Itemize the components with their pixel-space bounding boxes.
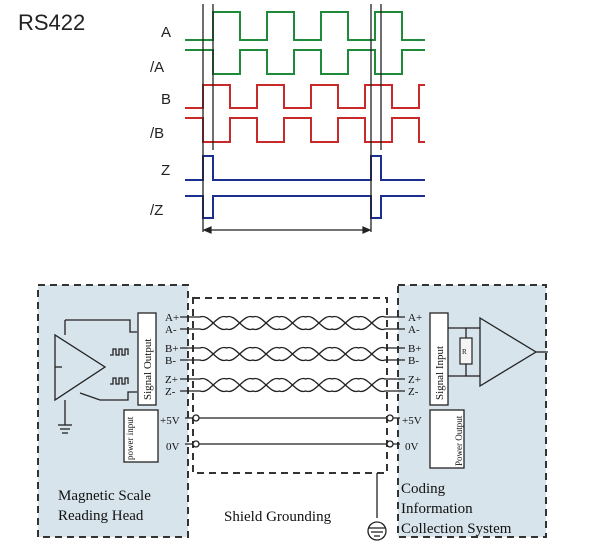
twisted-pair-z-wire-2 [180,377,405,393]
shield-box [192,297,388,474]
signal-input-label: Signal Input [434,346,446,400]
signal-label-a-inv: /A [150,59,164,76]
collection-caption-line3: Collection System [401,521,512,537]
power-output-block [429,409,465,469]
right-pin-0v: 0V [405,441,419,453]
signal-label-b: B [161,91,171,108]
power-input-label: power input [125,416,135,460]
wave-b [185,84,425,109]
signal-output-label: Signal Output [142,339,154,400]
left-pin-z-plus: Z+ [165,374,178,386]
reading-head-caption-line1: Magnetic Scale [58,488,151,504]
signal-output-block [137,312,157,406]
twisted-pair-a-wire-2 [180,315,405,331]
wave-z-inv [185,195,425,219]
power-lines [185,414,400,448]
wave-a-inv [185,49,425,75]
period-dimension-arrow [202,226,372,234]
reading-head-box [37,284,189,538]
wave-b-inv [185,117,425,143]
wiring-diagram: Signal Output power input A+ A- B+ B- Z+… [37,284,548,541]
collection-caption-line2: Information [401,501,473,517]
signal-label-a: A [161,24,171,41]
power-output-label: Power Output [454,415,464,466]
shield-grounding-label: Shield Grounding [224,509,332,525]
output-driver-triangle [54,319,137,434]
left-pin-5v: +5V [160,415,180,427]
shield-ground [367,473,387,541]
signal-label-z: Z [161,162,170,179]
left-pin-b-plus: B+ [165,343,179,355]
left-pin-b-minus: B- [165,355,176,367]
twisted-pair-b-wire-2 [180,346,405,362]
timing-reference-lines [202,4,382,232]
timing-diagram: RS422 A /A B /B Z /Z [18,4,425,234]
left-pin-z-minus: Z- [165,386,176,398]
right-pin-b-plus: B+ [408,343,422,355]
right-pin-b-minus: B- [408,355,419,367]
left-pin-a-minus: A- [165,324,177,336]
reading-head-caption-line2: Reading Head [58,508,144,524]
signal-label-b-inv: /B [150,125,164,142]
signal-input-block [429,312,449,406]
left-pin-0v: 0V [166,441,180,453]
wave-a [185,11,425,41]
timing-title: RS422 [18,10,85,35]
left-pin-a-plus: A+ [165,312,179,324]
wave-z [185,155,425,181]
right-pin-5v: +5V [402,415,422,427]
collection-caption-line1: Coding [401,481,446,497]
receiver-amplifier [448,316,548,388]
power-input-block [123,409,159,463]
collection-system-box [397,284,547,538]
termination-resistor [459,337,473,365]
right-pin-a-minus: A- [408,324,420,336]
signal-label-z-inv: /Z [150,202,163,219]
resistor-label: R [462,348,467,356]
right-pin-z-minus: Z- [408,386,419,398]
right-pin-a-plus: A+ [408,312,422,324]
right-pin-z-plus: Z+ [408,374,421,386]
